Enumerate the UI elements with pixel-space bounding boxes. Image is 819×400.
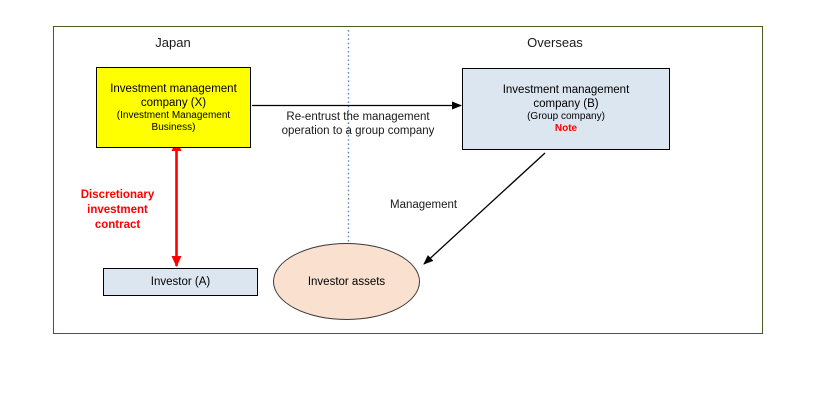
edge-label-discretionary-contract: Discretionary investment contract [60,188,175,233]
edge-label-reentrust-line1: Re-entrust the management [286,111,430,123]
edge-label-reentrust: Re-entrust the management operation to a… [258,110,458,138]
node-company-b-line2: company (B) [533,98,599,110]
region-label-overseas: Overseas [527,35,583,50]
edge-label-reentrust-line2: operation to a group company [281,125,435,137]
node-investor-assets[interactable]: Investor assets [273,243,420,320]
edge-label-management: Management [390,199,458,211]
edge-label-discretionary-line2: investment [87,204,148,216]
node-investor-assets-label: Investor assets [307,275,386,288]
node-investor-a[interactable]: Investor (A) [103,268,258,296]
diagram-frame [53,26,763,334]
node-company-x[interactable]: Investment management company (X) (Inves… [96,67,251,148]
node-company-x-line1: Investment management [110,82,237,95]
node-company-b-note: Note [554,123,578,134]
region-label-japan: Japan [155,35,191,50]
node-company-b-line3: (Group company) [527,111,605,122]
node-company-x-line3: (Investment Management [116,109,231,121]
node-company-x-line4: Business) [151,121,196,133]
node-company-b[interactable]: Investment management company (B) (Group… [462,68,670,150]
node-investor-a-label: Investor (A) [150,276,211,288]
edge-label-discretionary-line1: Discretionary [80,189,155,201]
node-company-x-line2: company (X) [140,96,207,109]
edge-label-discretionary-line3: contract [94,219,141,231]
node-company-b-line1: Investment management [502,84,630,96]
